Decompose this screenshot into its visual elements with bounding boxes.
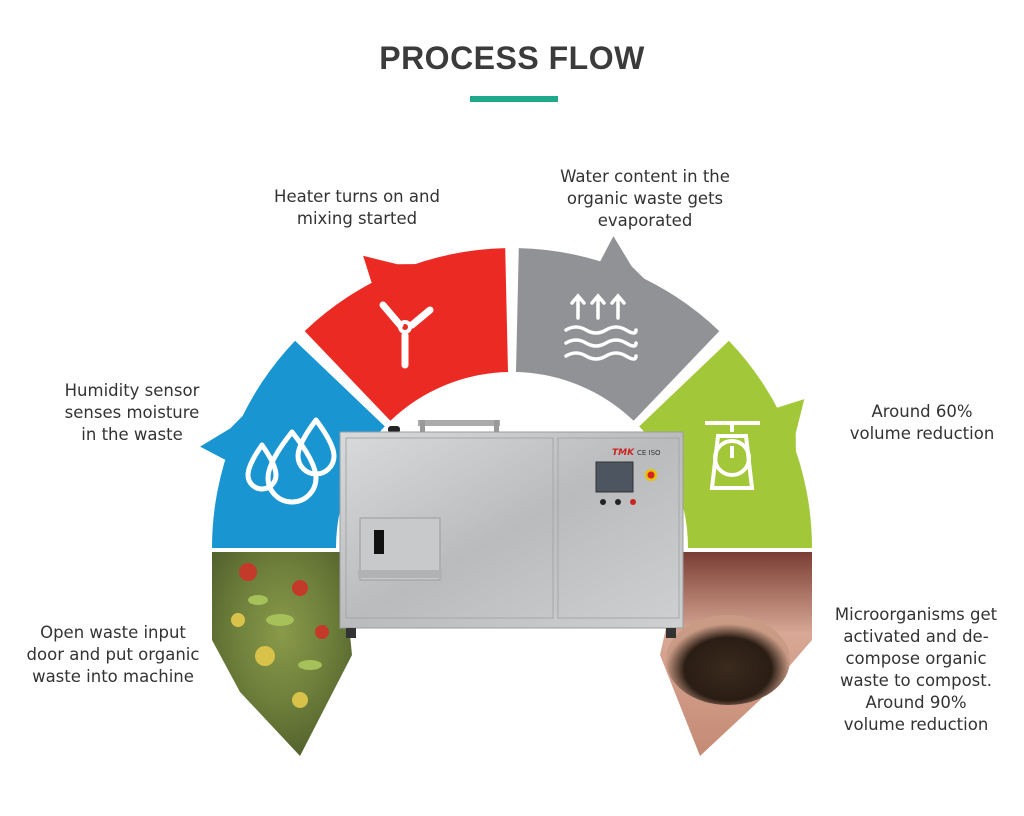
waste-photo [212, 552, 352, 756]
caption-evaporate: Water content in the organic waste gets … [535, 166, 755, 232]
mixer-blade-icon [379, 301, 434, 369]
caption-compost: Microorganisms get activated and de- com… [808, 604, 1024, 736]
scale-icon [705, 421, 760, 490]
page-title: PROCESS FLOW [379, 40, 645, 76]
machine-cert: CE ISO [637, 449, 661, 457]
caption-line: Microorganisms get [834, 605, 998, 624]
caption-line: evaporated [597, 211, 693, 230]
caption-line: Around 90% [865, 693, 967, 712]
compost-photo [660, 552, 812, 756]
caption-line: volume reduction [849, 424, 995, 443]
caption-humidity: Humidity sensor senses moisture in the w… [27, 380, 237, 446]
caption-line: in the waste [81, 425, 183, 444]
title-underline [470, 96, 558, 102]
caption-line: Around 60% [871, 402, 973, 421]
caption-line: volume reduction [843, 715, 989, 734]
segment-evaporate [516, 248, 720, 421]
caption-line: Open waste input [40, 623, 186, 642]
composting-machine: TMK CE ISO [339, 420, 684, 638]
caption-line: Heater turns on and [274, 187, 440, 206]
caption-line: waste into machine [32, 667, 194, 686]
caption-heater: Heater turns on and mixing started [247, 186, 467, 230]
machine-brand: TMK [612, 448, 635, 458]
caption-line: mixing started [296, 209, 418, 228]
segment-reduction-arrow-ear [774, 399, 805, 462]
segment-evaporate-arrow-ear [598, 236, 652, 286]
segment-humidity-arrow-ear [200, 408, 250, 462]
caption-input: Open waste input door and put organic wa… [3, 622, 223, 688]
caption-line: activated and de- [843, 627, 989, 646]
caption-line: waste to compost. [840, 671, 992, 690]
caption-line: Humidity sensor [64, 381, 200, 400]
caption-line: compose organic [845, 649, 987, 668]
caption-line: organic waste gets [566, 189, 724, 208]
segment-heater-arrow-ear [363, 255, 426, 286]
water-drops-icon [245, 417, 337, 505]
caption-line: door and put organic [26, 645, 200, 664]
evaporation-icon [564, 293, 638, 361]
caption-line: Water content in the [560, 167, 730, 186]
caption-reduction-60: Around 60% volume reduction [817, 401, 1024, 445]
caption-line: senses moisture [64, 403, 200, 422]
